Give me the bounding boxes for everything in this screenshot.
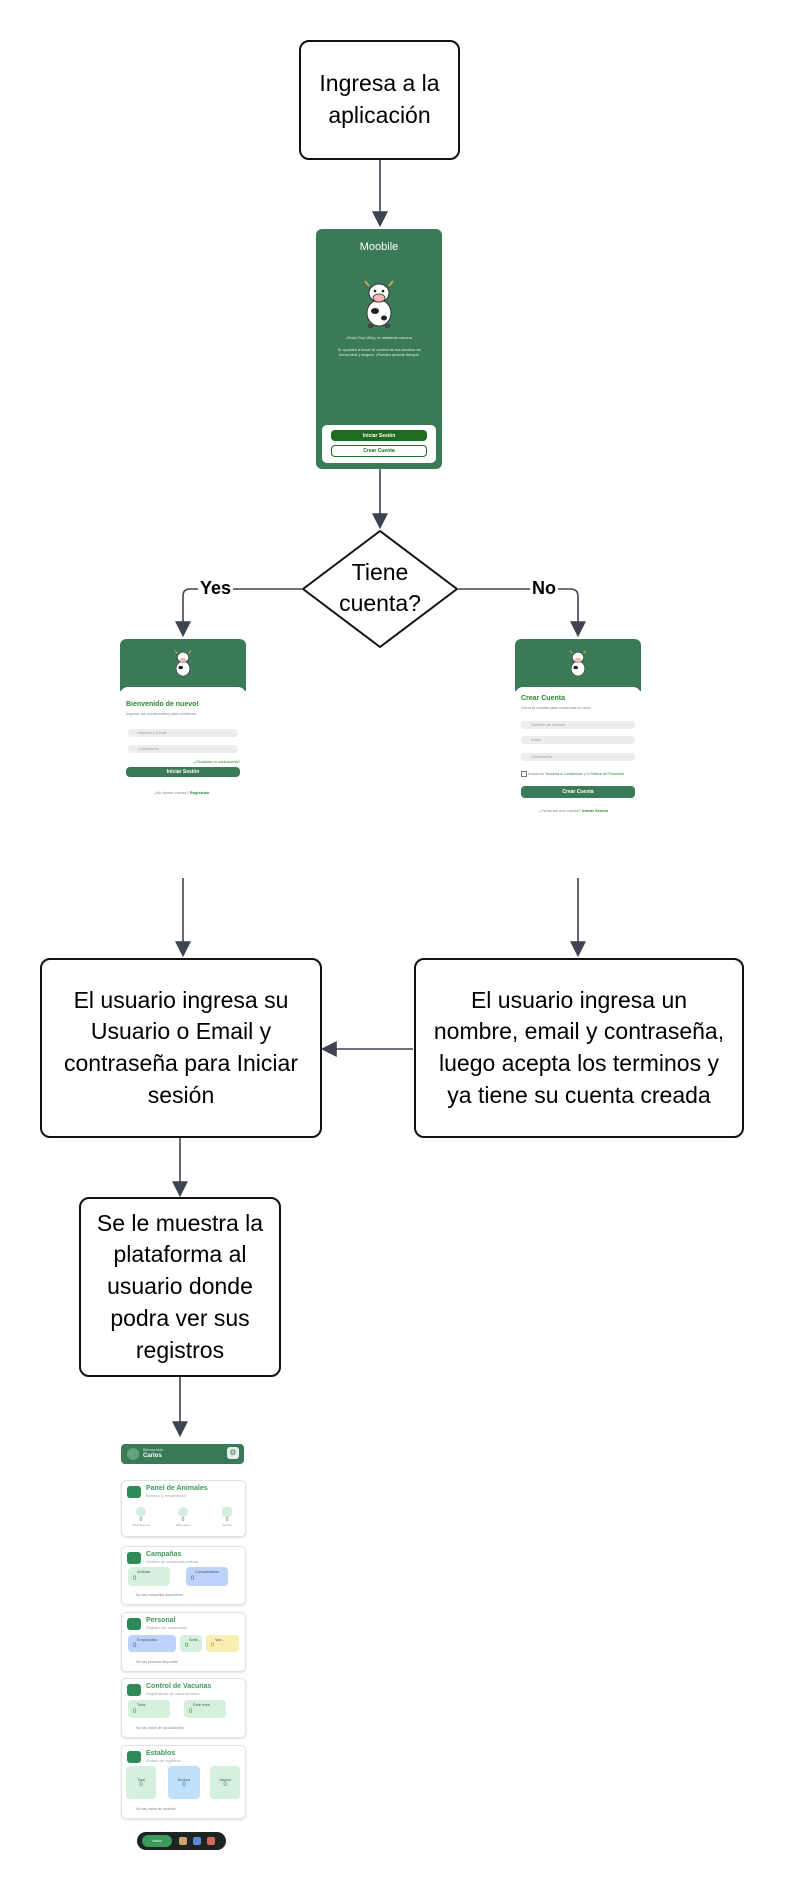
- register-submit-button[interactable]: Crear Cuenta: [521, 786, 635, 798]
- decision-diamond: [302, 530, 458, 648]
- animals-card[interactable]: Panel de Animales Bovinos y estadísticas…: [121, 1480, 246, 1537]
- staff-icon: [127, 1618, 141, 1630]
- platform-step-text: Se le muestra la plataforma al usuario d…: [96, 1209, 264, 1363]
- welcome-tagline: ¡Hola! Soy Vicky, tu asistente vacuna: [346, 335, 412, 340]
- terms-row[interactable]: Acepto los Terminos & Condiciones y la P…: [521, 771, 624, 777]
- settings-icon[interactable]: ⚙: [227, 1447, 239, 1459]
- user-input[interactable]: Usuario o Email: [128, 729, 238, 737]
- tile-stable-total: Total 0: [126, 1766, 156, 1799]
- start-box: Ingresa a la aplicación: [299, 40, 460, 160]
- password-input[interactable]: Contraseña: [128, 745, 238, 753]
- welcome-button-panel: Iniciar Sesión Crear Cuenta: [322, 425, 436, 463]
- no-account-text: ¿No tienes cuenta? Registrate: [154, 790, 210, 795]
- nav-send-icon[interactable]: [193, 1837, 201, 1845]
- card-title: Personal: [146, 1617, 176, 1624]
- platform-step-box: Se le muestra la plataforma al usuario d…: [79, 1197, 281, 1377]
- bottom-nav: Inicio: [137, 1832, 226, 1850]
- card-subtitle: Estado de registros: [146, 1758, 181, 1763]
- no-label: No: [530, 578, 558, 599]
- register-link[interactable]: Registrate: [189, 790, 210, 795]
- card-title: Panel de Animales: [146, 1485, 208, 1492]
- yes-label: Yes: [198, 578, 234, 599]
- card-title: Control de Vacunas: [146, 1683, 212, 1690]
- stat-vaccinated: 0 Vacunados: [172, 1507, 194, 1527]
- empty-message: No hay datos de vacunaciones: [136, 1726, 184, 1730]
- tile-completed: Completadas 0: [186, 1567, 228, 1586]
- empty-message: No hay personal disponible: [136, 1660, 179, 1664]
- name-input[interactable]: Nombre de usuario: [521, 721, 635, 729]
- login-submit-button[interactable]: Iniciar Sesión: [126, 767, 240, 777]
- login-card: [120, 687, 246, 876]
- cow-mascot-icon: [569, 650, 587, 677]
- app-name: Moobile: [359, 241, 399, 253]
- tile-active-staff: Activ... 0: [180, 1635, 202, 1652]
- vaccines-card[interactable]: Control de Vacunas Seguimiento de vacuna…: [121, 1678, 246, 1738]
- card-subtitle: Gestión de campañas activas: [146, 1559, 199, 1564]
- tile-active: Activas 0: [128, 1567, 170, 1586]
- login-link[interactable]: Iniciar Sesión: [582, 808, 609, 813]
- vaccine-icon: [127, 1684, 141, 1696]
- tile-stable-bovines: Bovinos 0: [168, 1766, 200, 1799]
- tile-total: Total 0: [128, 1700, 170, 1718]
- campaigns-card[interactable]: Campañas Gestión de campañas activas Act…: [121, 1546, 246, 1605]
- header-name: Carlos: [143, 1453, 162, 1459]
- tile-this-month: Este mes 0: [184, 1700, 226, 1718]
- header-greeting: Bienvenido: [143, 1447, 163, 1452]
- start-text: Ingresa a la aplicación: [319, 70, 440, 128]
- register-screen: Crear Cuenta Llena tu cuenta para comenz…: [515, 639, 641, 876]
- card-subtitle: Registro de empleados: [146, 1625, 188, 1630]
- register-card: [515, 687, 641, 876]
- register-step-box: El usuario ingresa un nombre, email y co…: [414, 958, 744, 1138]
- login-title: Bienvenido de nuevo!: [126, 701, 199, 708]
- stables-card[interactable]: Establos Estado de registros Total 0 Bov…: [121, 1745, 246, 1819]
- welcome-screen: Moobile ¡Hola! Soy Vicky, tu asistente v…: [316, 229, 442, 469]
- syringe-icon: [178, 1507, 188, 1517]
- decision-label: Tiene cuenta?: [339, 559, 421, 617]
- register-subtitle: Llena tu cuenta para comenzar en moo: [521, 705, 591, 710]
- register-step-text: El usuario ingresa un nombre, email y co…: [433, 986, 725, 1108]
- campaign-icon: [127, 1552, 141, 1564]
- has-account-text: ¿Ya tienes una cuenta? Iniciar Sesión: [539, 808, 609, 813]
- login-step-box: El usuario ingresa su Usuario o Email y …: [40, 958, 322, 1138]
- nav-animals-icon[interactable]: [179, 1837, 187, 1845]
- cow-mascot-icon: [174, 650, 192, 677]
- stable-icon: [127, 1751, 141, 1763]
- welcome-description: Te ayudaré a llevar el control de tus bo…: [337, 347, 421, 358]
- nav-home[interactable]: Inicio: [142, 1835, 172, 1847]
- staff-card[interactable]: Personal Registro de empleados Empleados…: [121, 1612, 246, 1672]
- login-subtitle: Ingresa tus credenciales para continuar: [126, 711, 197, 716]
- chart-icon: [222, 1507, 232, 1517]
- terms-link[interactable]: Terminos & Condiciones: [545, 771, 583, 776]
- login-button[interactable]: Iniciar Sesión: [331, 430, 427, 441]
- email-input[interactable]: Email: [521, 736, 635, 744]
- login-screen: Bienvenido de nuevo! Ingresa tus credenc…: [120, 639, 246, 876]
- terms-checkbox[interactable]: [521, 771, 527, 777]
- empty-message: No hay datos de establos: [136, 1807, 176, 1811]
- empty-message: No hay campañas disponibles: [136, 1593, 183, 1597]
- create-account-button[interactable]: Crear Cuenta: [331, 445, 427, 457]
- forgot-password-link[interactable]: ¿Olvidaste tu contraseña?: [193, 759, 240, 764]
- tile-employees: Empleados 0: [128, 1635, 176, 1652]
- card-subtitle: Bovinos y estadísticas: [146, 1493, 186, 1498]
- cow-icon: [136, 1507, 146, 1517]
- cow-mascot-icon: [364, 280, 394, 328]
- tile-vac-staff: Vac... 0: [206, 1635, 239, 1652]
- privacy-link[interactable]: Política de Privacidad: [590, 771, 624, 776]
- arrow-yes: [175, 588, 302, 638]
- barn-icon: [127, 1486, 141, 1498]
- tile-stable-vaccine: Vacuna 0: [210, 1766, 240, 1799]
- stat-total: 0 Total Bovinos: [130, 1507, 152, 1527]
- dashboard-header: Bienvenido Carlos ⚙: [121, 1444, 244, 1464]
- register-title: Crear Cuenta: [521, 695, 565, 702]
- password-input[interactable]: Contraseña: [521, 753, 635, 761]
- nav-stable-icon[interactable]: [207, 1837, 215, 1845]
- card-title: Establos: [146, 1750, 176, 1757]
- avatar[interactable]: [127, 1448, 139, 1460]
- arrow-no: [458, 588, 586, 638]
- card-title: Campañas: [146, 1551, 182, 1558]
- stat-alerts: 0 Alertas: [216, 1507, 238, 1527]
- card-subtitle: Seguimiento de vacunaciones: [146, 1691, 200, 1696]
- login-step-text: El usuario ingresa su Usuario o Email y …: [64, 986, 298, 1108]
